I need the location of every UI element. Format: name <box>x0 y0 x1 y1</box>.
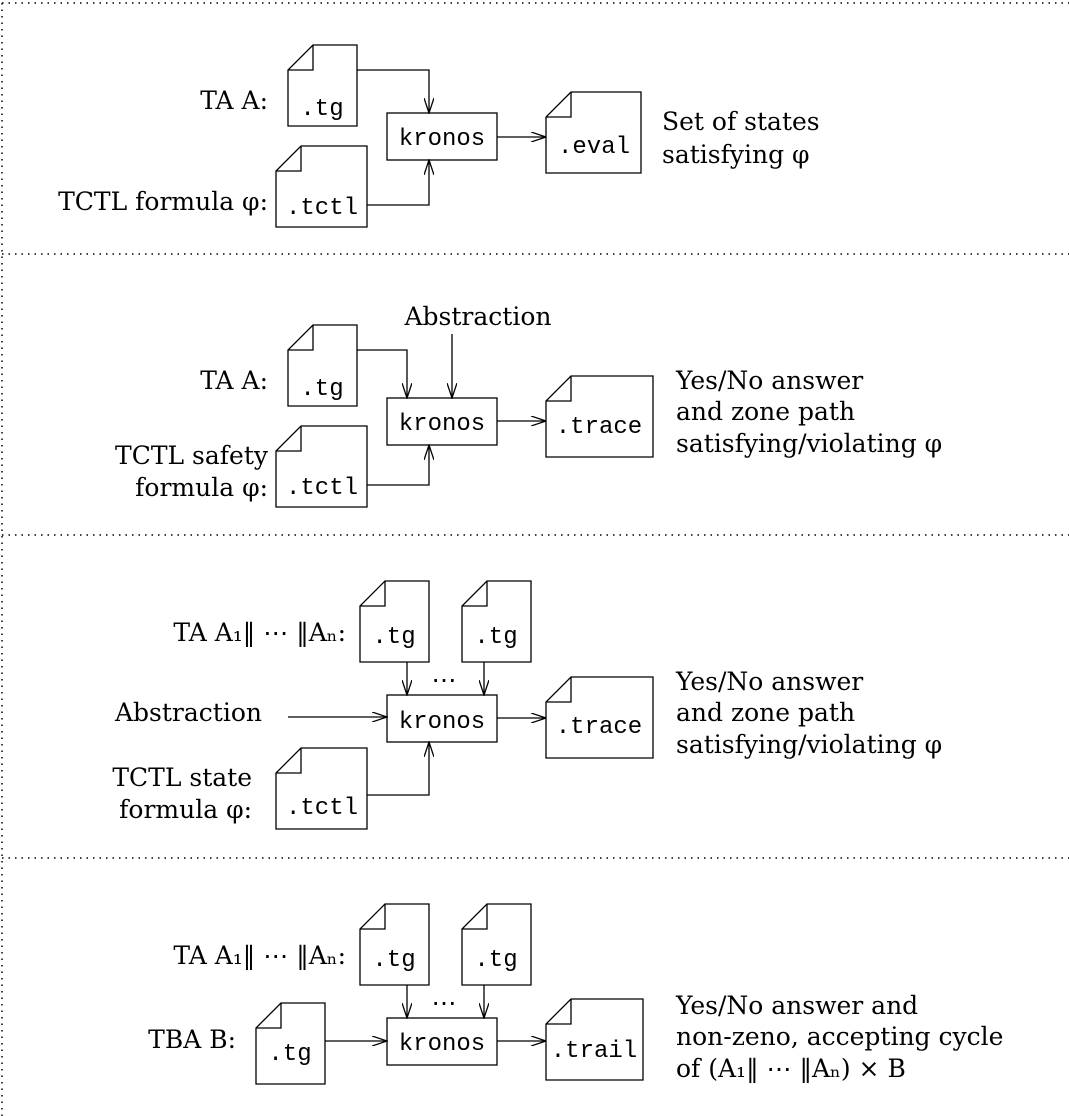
input-label: TBA B: <box>148 1025 236 1054</box>
file-icon: .eval <box>545 91 642 174</box>
result-text: satisfying/violating φ <box>676 730 942 759</box>
file-name: .tctl <box>286 475 358 502</box>
file-icon: .tg <box>359 903 430 986</box>
input-label: formula φ: <box>135 473 268 502</box>
tool-name: kronos <box>399 411 485 438</box>
result-text: satisfying φ <box>662 140 810 169</box>
file-icon: .tg <box>461 580 532 663</box>
file-icon: .trace <box>545 375 654 458</box>
abstraction-label: Abstraction <box>404 302 552 331</box>
arrow <box>357 69 429 113</box>
file-icon: .tg <box>359 580 430 663</box>
panel-2: Abstraction TA A: TCTL safety formula φ:… <box>115 302 942 508</box>
arrow <box>357 349 407 398</box>
input-label: TA A: <box>200 86 268 115</box>
file-name: .tg <box>268 1041 311 1068</box>
panel-4: TA A₁‖ ⋯ ‖Aₙ: TBA B: .tg .tg ⋯ .tg krono… <box>148 903 1003 1085</box>
file-icon: .tctl <box>275 747 368 830</box>
file-icon: .tctl <box>275 145 368 228</box>
file-icon: .tg <box>287 324 358 407</box>
tool-name: kronos <box>399 709 485 736</box>
file-name: .trace <box>556 414 642 441</box>
result-text: satisfying/violating φ <box>676 429 942 458</box>
ellipsis: ⋯ <box>432 988 457 1017</box>
file-name: .tg <box>372 947 415 974</box>
arrow <box>367 160 429 206</box>
file-name: .tg <box>372 624 415 651</box>
file-icon: .tg <box>255 1002 326 1085</box>
abstraction-label: Abstraction <box>114 698 262 727</box>
network-label: TA A₁‖ ⋯ ‖Aₙ: <box>173 618 346 648</box>
file-name: .tctl <box>286 795 358 822</box>
tool-name: kronos <box>399 1031 485 1058</box>
result-text: Yes/No answer <box>675 366 863 395</box>
result-text: Yes/No answer and <box>675 991 918 1020</box>
kronos-box: kronos <box>386 1017 498 1066</box>
file-name: .tg <box>474 624 517 651</box>
arrow <box>367 445 429 486</box>
result-text: non-zeno, accepting cycle <box>676 1022 1003 1051</box>
arrow <box>367 742 429 796</box>
panel-1: TA A: TCTL formula φ: .tg .tctl kronos .… <box>58 44 820 228</box>
input-label: TCTL state <box>112 763 252 792</box>
file-name: .eval <box>558 134 630 161</box>
ellipsis: ⋯ <box>432 665 457 694</box>
file-icon: .tg <box>287 44 358 127</box>
kronos-box: kronos <box>386 112 498 161</box>
file-icon: .tg <box>461 903 532 986</box>
file-name: .trace <box>556 714 642 741</box>
input-label: TCTL safety <box>115 441 269 470</box>
file-name: .tg <box>474 947 517 974</box>
kronos-box: kronos <box>386 694 498 743</box>
file-name: .trail <box>551 1038 637 1065</box>
network-label: TA A₁‖ ⋯ ‖Aₙ: <box>173 941 346 971</box>
file-name: .tg <box>300 96 343 123</box>
panel-3: TA A₁‖ ⋯ ‖Aₙ: Abstraction TCTL state for… <box>112 580 942 830</box>
kronos-box: kronos <box>386 397 498 446</box>
file-icon: .trail <box>545 998 644 1081</box>
file-icon: .trace <box>545 676 654 759</box>
file-name: .tctl <box>286 195 358 222</box>
result-text: and zone path <box>676 397 855 426</box>
file-icon: .tctl <box>275 425 368 508</box>
input-label: TCTL formula φ: <box>58 187 268 216</box>
input-label: TA A: <box>200 366 268 395</box>
tool-name: kronos <box>399 126 485 153</box>
result-text: Yes/No answer <box>675 667 863 696</box>
result-text: of (A₁‖ ⋯ ‖Aₙ) × B <box>676 1054 906 1084</box>
file-name: .tg <box>300 376 343 403</box>
result-text: and zone path <box>676 698 855 727</box>
result-text: Set of states <box>662 107 820 136</box>
input-label: formula φ: <box>119 795 252 824</box>
